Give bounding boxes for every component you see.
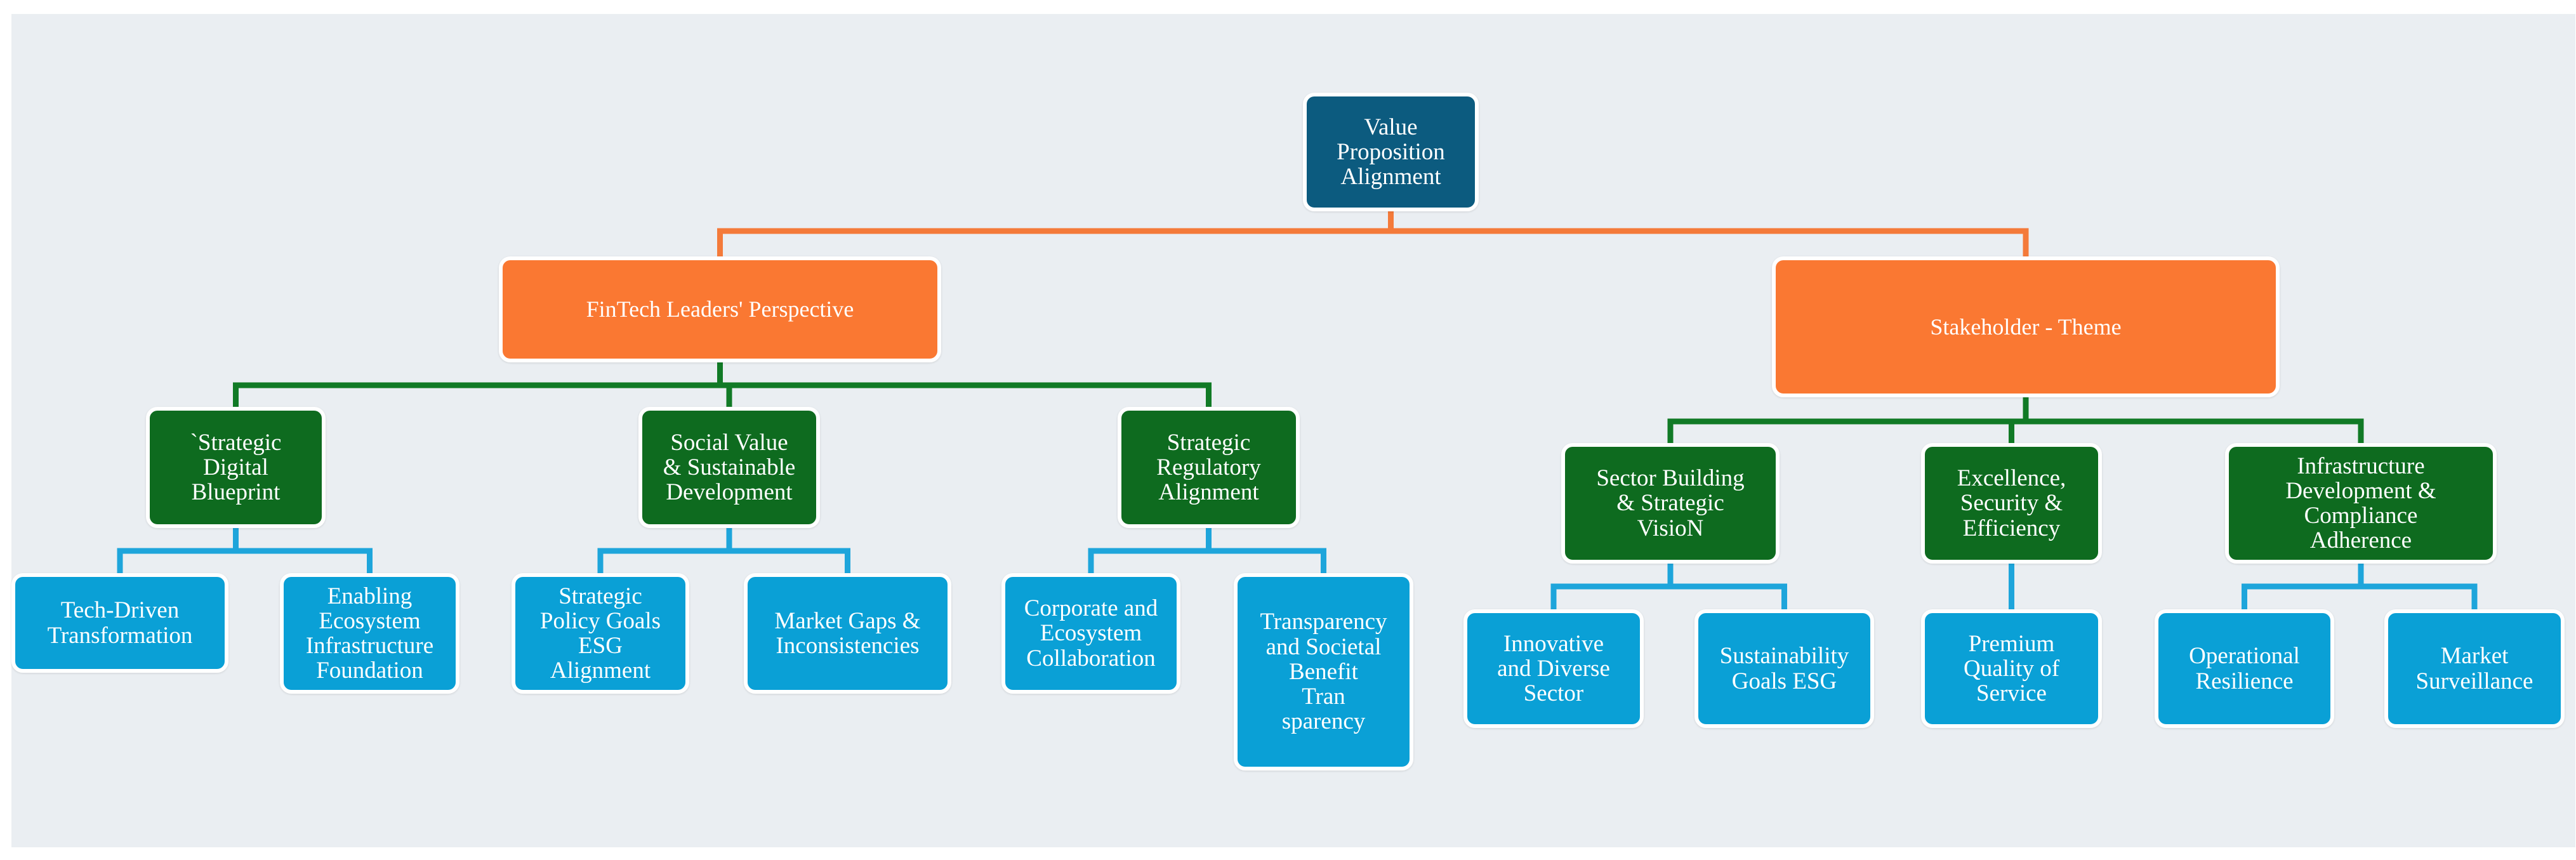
- theme-infrastructure-development: Infrastructure Development & Compliance …: [2225, 443, 2497, 564]
- category-fintech-leaders: FinTech Leaders' Perspective: [499, 256, 941, 362]
- leaf-corporate-collaboration: Corporate and Ecosystem Collaboration: [1001, 573, 1180, 694]
- leaf-strategic-policy-goals: Strategic Policy Goals ESG Alignment: [512, 573, 689, 694]
- leaf-tech-driven-transformation: Tech-Driven Transformation: [11, 573, 228, 673]
- leaf-premium-quality: Premium Quality of Service: [1921, 609, 2102, 728]
- leaf-market-surveillance: Market Surveillance: [2384, 609, 2565, 728]
- leaf-innovative-diverse-sector: Innovative and Diverse Sector: [1463, 609, 1644, 728]
- theme-strategic-digital-blueprint: `Strategic Digital Blueprint: [146, 407, 326, 528]
- category-stakeholder-theme: Stakeholder - Theme: [1772, 256, 2280, 397]
- leaf-operational-resilience: Operational Resilience: [2155, 609, 2334, 728]
- leaf-enabling-ecosystem: Enabling Ecosystem Infrastructure Founda…: [280, 573, 459, 694]
- theme-strategic-regulatory-alignment: Strategic Regulatory Alignment: [1118, 407, 1300, 528]
- leaf-sustainability-goals: Sustainability Goals ESG: [1694, 609, 1874, 728]
- leaf-transparency-societal-benefit: Transparency and Societal Benefit Tran s…: [1234, 573, 1413, 771]
- root-node-value-proposition: Value Proposition Alignment: [1303, 93, 1479, 211]
- theme-sector-building: Sector Building & Strategic VisioN: [1561, 443, 1780, 564]
- theme-excellence-security: Excellence, Security & Efficiency: [1921, 443, 2102, 564]
- theme-social-value: Social Value & Sustainable Development: [638, 407, 820, 528]
- leaf-market-gaps: Market Gaps & Inconsistencies: [744, 573, 951, 694]
